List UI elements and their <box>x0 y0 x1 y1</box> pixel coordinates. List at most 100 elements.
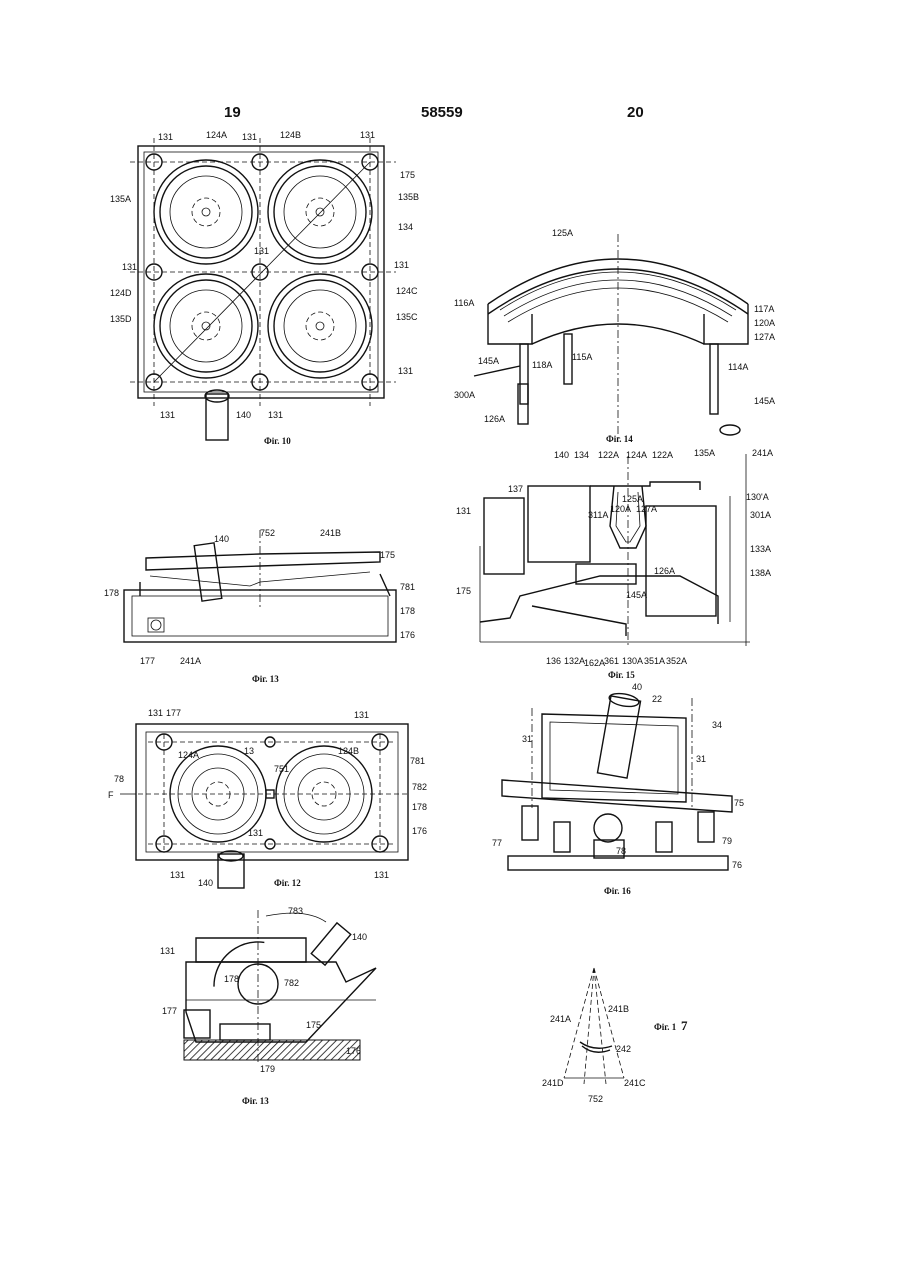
fig10-label: 135C <box>396 312 418 322</box>
figure-17: 241B 241A 242 241D 241C 752 Фіг. 1 7 <box>536 960 716 1110</box>
fig14-label: 126A <box>484 414 505 424</box>
fig15-label: 131 <box>456 506 471 516</box>
fig12-label: 131 <box>170 870 185 880</box>
fig13a-label: 175 <box>380 550 395 560</box>
fig10-label: 175 <box>400 170 415 180</box>
figure-13-side-view: 140 752 241B 175 178 781 178 176 177 241… <box>100 522 430 687</box>
fig12-label: 176 <box>412 826 427 836</box>
fig12-label: 751 <box>274 764 289 774</box>
fig14-label: 127A <box>754 332 775 342</box>
fig12-label: 13 <box>244 746 254 756</box>
fig16-label: 31 <box>522 734 532 744</box>
fig13b-label: 140 <box>352 932 367 942</box>
fig10-label: 124C <box>396 286 418 296</box>
figure-caption: Фіг. 16 <box>604 886 631 896</box>
fig10-label: 131 <box>160 410 175 420</box>
fig15-label: 136 <box>546 656 561 666</box>
figure-caption-mark: 7 <box>681 1018 688 1033</box>
fig14-label: 120A <box>754 318 775 328</box>
figure-caption: Фіг. 13 <box>252 674 279 684</box>
fig15-label: 301A <box>750 510 771 520</box>
fig13b-label: 178 <box>224 974 239 984</box>
fig15-label: 145A <box>626 590 647 600</box>
fig12-label: 131 <box>374 870 389 880</box>
fig13b-label: 176 <box>346 1046 361 1056</box>
figure-caption: Фіг. 1 <box>654 1022 677 1032</box>
fig16-label: 40 <box>632 682 642 692</box>
figure-caption: Фіг. 13 <box>242 1096 269 1106</box>
fig10-label: 131 <box>360 130 375 140</box>
fig13b-label: 179 <box>260 1064 275 1074</box>
fig17-label: 241C <box>624 1078 646 1088</box>
right-page-number: 20 <box>627 104 644 121</box>
fig10-label: 131 <box>394 260 409 270</box>
fig10-label: 140 <box>236 410 251 420</box>
fig13b-label: 782 <box>284 978 299 988</box>
fig16-label: 78 <box>616 846 626 856</box>
fig15-label: 175 <box>456 586 471 596</box>
figure-caption: Фіг. 12 <box>274 878 301 888</box>
fig15-label: 132A <box>564 656 585 666</box>
fig15-label: 125A <box>622 494 643 504</box>
fig10-label: 124A <box>206 130 227 140</box>
fig14-label: 300A <box>454 390 475 400</box>
figure-10: 131 124A 131 124B 131 175 135A 135B 134 … <box>108 128 428 453</box>
fig15-label: 126A <box>654 566 675 576</box>
fig13a-label: 241A <box>180 656 201 666</box>
fig15-label: 137 <box>508 484 523 494</box>
fig12-label: F <box>108 790 114 800</box>
fig14-label: 114A <box>728 362 748 372</box>
fig17-label: 241B <box>608 1004 629 1014</box>
fig15-label: 134 <box>574 450 589 460</box>
fig12-label: 782 <box>412 782 427 792</box>
figure-14: 125A 116A 117A 120A 127A 145A 118A 115A … <box>448 224 788 446</box>
fig16-label: 77 <box>492 838 502 848</box>
fig15-label: 361 <box>604 656 619 666</box>
fig10-label: 131 <box>158 132 173 142</box>
fig13a-label: 177 <box>140 656 155 666</box>
fig10-label: 131 <box>398 366 413 376</box>
fig14-label: 116A <box>454 298 474 308</box>
fig17-label: 241A <box>550 1014 571 1024</box>
fig10-label: 135A <box>110 194 131 204</box>
fig15-label: 124A <box>626 450 647 460</box>
fig15-label: 351A <box>644 656 665 666</box>
fig13a-label: 241B <box>320 528 341 538</box>
fig17-label: 752 <box>588 1094 603 1104</box>
fig12-label: 131 <box>354 710 369 720</box>
fig12-label: 124B <box>338 746 359 756</box>
fig16-label: 31 <box>696 754 706 764</box>
fig15-label: 130'A <box>746 492 769 502</box>
fig10-label: 131 <box>254 246 269 256</box>
fig12-label: 178 <box>412 802 427 812</box>
fig15-label: 122A <box>598 450 619 460</box>
fig14-label: 117A <box>754 304 774 314</box>
fig14-label: 145A <box>478 356 499 366</box>
fig10-label: 131 <box>268 410 283 420</box>
figure-caption: Фіг. 14 <box>606 434 633 444</box>
fig10-label: 135B <box>398 192 419 202</box>
document-number: 58559 <box>421 104 463 121</box>
fig13b-label: 131 <box>160 946 175 956</box>
fig15-label: 138A <box>750 568 771 578</box>
fig13b-label: 177 <box>162 1006 177 1016</box>
fig17-label: 242 <box>616 1044 631 1054</box>
fig13a-label: 176 <box>400 630 415 640</box>
fig12-label: 124A <box>178 750 199 760</box>
fig15-label: 135A <box>694 448 715 458</box>
fig13a-label: 752 <box>260 528 275 538</box>
fig13a-label: 178 <box>400 606 415 616</box>
fig14-label: 145A <box>754 396 775 406</box>
fig10-label: 131 <box>122 262 137 272</box>
fig13b-label: 175 <box>306 1020 321 1030</box>
fig10-label: 131 <box>242 132 257 142</box>
fig12-label: 78 <box>114 774 124 784</box>
fig15-label: 120A <box>610 504 631 514</box>
fig13b-label: 783 <box>288 906 303 916</box>
fig16-label: 22 <box>652 694 662 704</box>
fig10-label: 135D <box>110 314 132 324</box>
figure-13-front-view: 783 140 131 178 782 177 175 176 179 Фіг.… <box>156 902 416 1112</box>
fig16-label: 34 <box>712 720 722 730</box>
figure-15: 140 134 122A 124A 122A 135A 241A 137 130… <box>450 446 790 682</box>
figure-16: 40 22 34 31 31 75 77 79 78 76 Фіг. 16 <box>486 678 766 900</box>
